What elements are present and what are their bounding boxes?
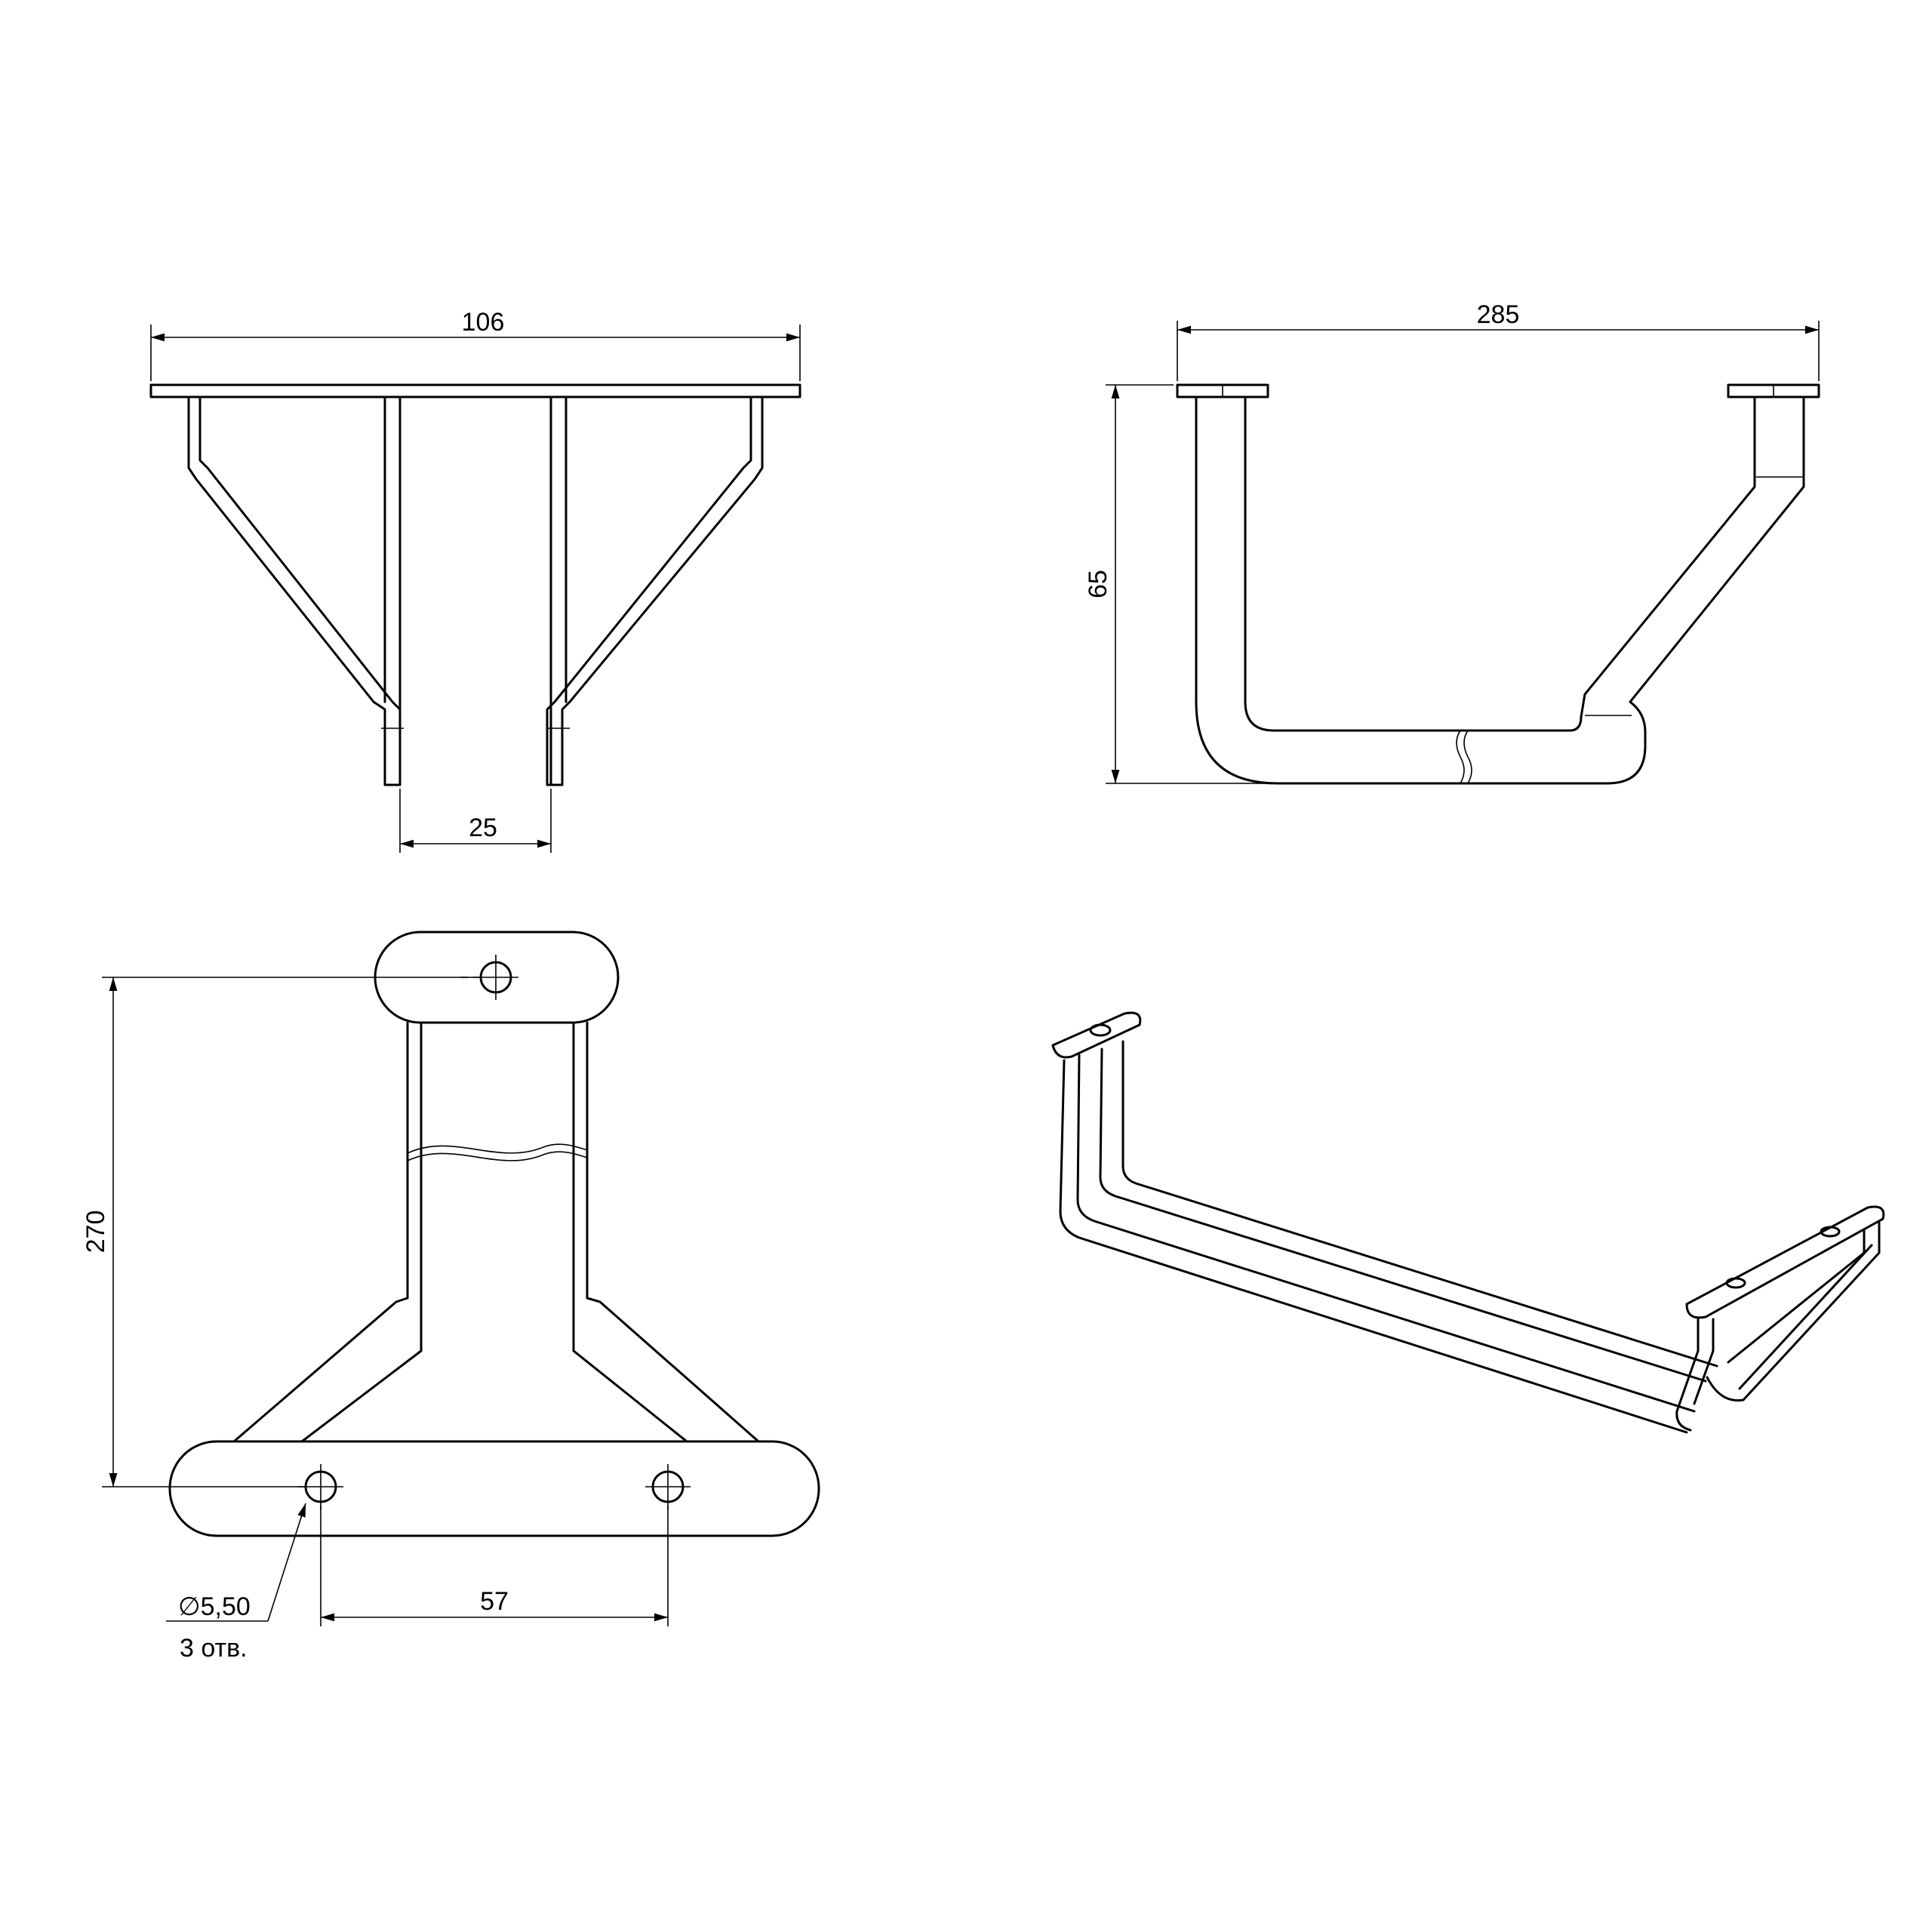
dim-plan-spacing: 57	[480, 1587, 509, 1616]
side-view: 285 65	[1084, 300, 1820, 785]
front-view: 106 25	[149, 308, 801, 853]
dim-front-gap: 25	[469, 814, 497, 842]
dim-side-height: 65	[1084, 570, 1112, 598]
dim-front-width: 106	[462, 308, 505, 337]
hole-callout: ∅5,50	[178, 1592, 251, 1621]
dim-plan-length: 270	[82, 1211, 110, 1254]
hole-count: 3 отв.	[180, 1634, 248, 1663]
dim-side-length: 285	[1477, 300, 1520, 329]
isometric-view	[1051, 1011, 1885, 1434]
plan-view: 270 57 ∅5,50 3 отв.	[82, 931, 820, 1663]
